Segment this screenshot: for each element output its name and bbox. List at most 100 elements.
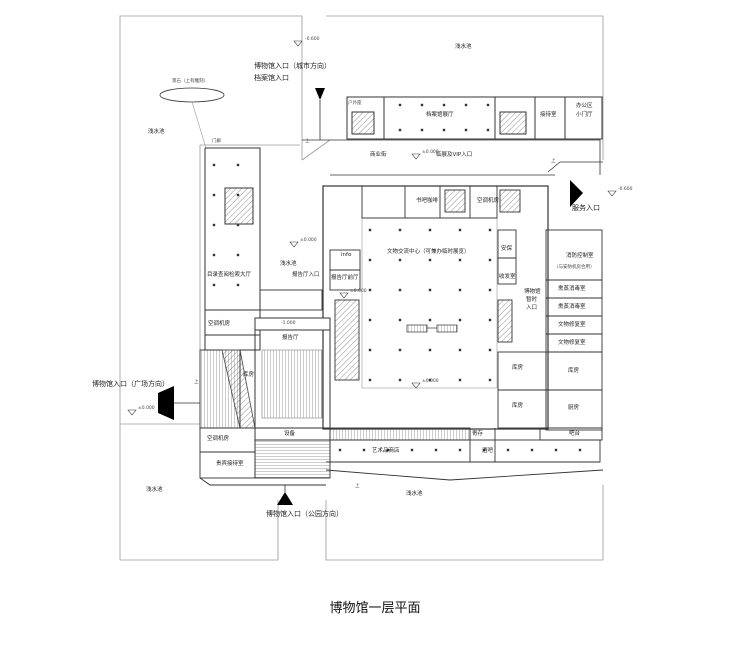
atrium-stair (406, 324, 458, 333)
label-art-shop: 艺术品商店 (372, 448, 400, 454)
label-restore-2: 文物修复室 (558, 340, 586, 346)
structural-column (482, 448, 486, 452)
structural-column (530, 448, 534, 452)
label-vip-reception: 贵宾接待室 (216, 461, 244, 467)
structural-column (368, 288, 372, 292)
label-vip-entrance: 临展及VIP入口 (436, 152, 473, 158)
label-park-entrance: 博物馆入口（公园方向） (266, 510, 343, 518)
structural-column (578, 448, 582, 452)
structural-column (458, 318, 462, 322)
structural-column (458, 288, 462, 292)
elevation-foyer: ±0.000 (350, 289, 367, 294)
structural-column (428, 288, 432, 292)
lecture-foyer (259, 249, 361, 381)
structural-column (362, 448, 366, 452)
label-plaza-entrance: 博物馆入口（广场方向） (92, 380, 169, 388)
elevation-left: ±0.000 (138, 406, 155, 411)
structural-column (488, 228, 492, 232)
landscape-stone-shape (159, 87, 225, 103)
label-service-entrance: 服务入口 (572, 204, 600, 212)
structural-column (420, 103, 424, 107)
structural-column (398, 258, 402, 262)
structural-column (488, 258, 492, 262)
label-lecture-lobby: 报告厅入口 (292, 272, 320, 278)
label-disinfect-2: 熏蒸消毒室 (558, 304, 586, 310)
stair-up-mark-3: 上 (194, 380, 199, 385)
structural-column (338, 448, 342, 452)
structural-column (236, 193, 240, 197)
site-outline (119, 15, 604, 561)
label-equipment: 设备 (284, 431, 296, 437)
drawing-caption: 博物馆一层平面 (329, 601, 421, 616)
elevation-triangles (127, 40, 617, 416)
structural-column (428, 228, 432, 232)
label-archive-hall: 档案馆展厅 (426, 112, 454, 118)
structural-column (458, 258, 462, 262)
label-storage-mid-1: 库房 (512, 365, 524, 371)
label-ac-room-bottom: 空调机房 (207, 436, 230, 442)
structural-column (368, 348, 372, 352)
label-fire-control: 消防控制室 (566, 253, 594, 259)
structural-column (458, 348, 462, 352)
structural-column (434, 448, 438, 452)
label-fire-control-note: （与安防机房合用） (554, 265, 595, 270)
label-pool-inner: 浅水池 (280, 261, 297, 267)
elevation-pool-inner: ±0.000 (300, 238, 317, 243)
structural-column (486, 103, 490, 107)
label-wine-bar: 酒吧 (482, 448, 494, 454)
structural-column (212, 283, 216, 287)
structural-column (554, 448, 558, 452)
label-pool-bottom-left: 浅水池 (146, 487, 163, 493)
structural-column (464, 103, 468, 107)
structural-column (488, 318, 492, 322)
label-pool-bottom: 浅水池 (406, 491, 423, 497)
label-commercial-street: 商业街 (370, 152, 387, 158)
label-receiving: 收发室 (499, 274, 516, 280)
structural-column (428, 258, 432, 262)
structural-column (368, 258, 372, 262)
structural-column (212, 253, 216, 257)
label-disinfect-1: 熏蒸消毒室 (558, 286, 586, 292)
elevation-right: -0.600 (618, 187, 633, 192)
structural-column (488, 348, 492, 352)
label-kitchen: 厨房 (568, 405, 580, 411)
structural-column (386, 448, 390, 452)
lecture-hall (254, 317, 331, 429)
structural-column (368, 378, 372, 382)
label-office-2: 小门厅 (576, 112, 593, 118)
label-outdoor-seat: 户外座 (348, 101, 362, 106)
label-small-corridor: 门廊 (212, 139, 221, 144)
structural-column (398, 128, 402, 132)
structural-column (428, 348, 432, 352)
service-route (547, 161, 603, 173)
structural-column (464, 128, 468, 132)
label-city-entrance: 博物馆入口（城市方向） (254, 62, 331, 70)
structural-column (420, 128, 424, 132)
elevation-top: -0.600 (305, 37, 320, 42)
structural-column (236, 283, 240, 287)
stair-up-mark-1: 上 (551, 159, 556, 164)
bottom-left-rooms (199, 427, 331, 486)
label-office-1: 办公区 (576, 103, 593, 109)
structural-column (212, 163, 216, 167)
structural-column (236, 223, 240, 227)
city-entrance-arrow (315, 88, 325, 100)
label-restore-1: 文物修复室 (558, 322, 586, 328)
structural-column (212, 223, 216, 227)
structural-column (458, 228, 462, 232)
label-ac-room-top: 空调机房 (477, 198, 500, 204)
label-bar: 吧台 (569, 431, 581, 437)
top-service-rooms (361, 185, 521, 219)
structural-column (398, 348, 402, 352)
structural-column (486, 128, 490, 132)
structural-column (398, 103, 402, 107)
structural-column (212, 193, 216, 197)
plaza-entrance-arrow (158, 386, 174, 420)
label-info: info (341, 252, 352, 258)
entrance-lines (174, 100, 321, 492)
structural-column (398, 228, 402, 232)
label-bookbar: 书吧咖啡 (416, 198, 439, 204)
label-lecture-hall: 报告厅 (282, 335, 299, 341)
bottom-shop-band (325, 427, 604, 481)
